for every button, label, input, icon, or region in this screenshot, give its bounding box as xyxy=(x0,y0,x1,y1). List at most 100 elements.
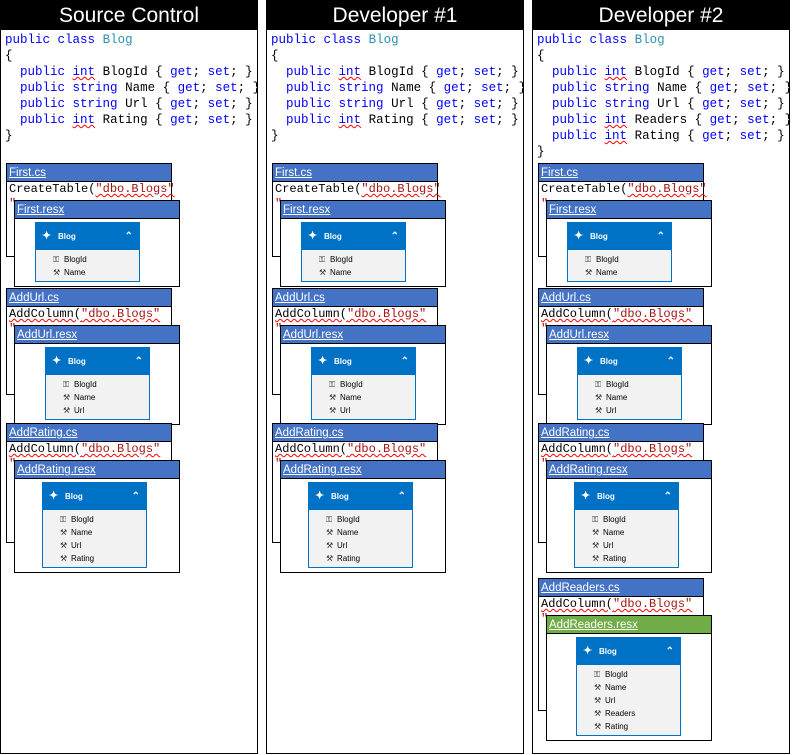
code-overflow: " xyxy=(9,457,17,471)
resx-file-tab[interactable]: AddRating.resx xyxy=(15,461,179,479)
wrench-icon: ⚒ xyxy=(594,709,602,718)
property-declaration: public int BlogId { get; set; } xyxy=(552,65,785,79)
keyword: public xyxy=(537,33,583,47)
call-name: AddColumn( xyxy=(275,307,348,321)
entity-property-name: BlogId xyxy=(64,255,87,264)
wrench-icon: ⚒ xyxy=(326,528,334,537)
property-name: BlogId xyxy=(102,65,148,79)
code-overflow: " xyxy=(275,322,283,336)
chevron-up-icon[interactable]: ⌃ xyxy=(397,491,406,502)
keyword: public xyxy=(20,81,66,95)
chevron-up-icon[interactable]: ⌃ xyxy=(131,491,140,502)
entity-header: ✦Blog⌃ xyxy=(568,223,671,250)
call-argument: "dbo.Blogs" xyxy=(613,307,693,321)
chevron-up-icon[interactable]: ⌃ xyxy=(666,356,675,367)
call-name: CreateTable( xyxy=(275,182,362,196)
entity-property-name: Name xyxy=(605,683,627,692)
chevron-up-icon[interactable]: ⌃ xyxy=(124,231,133,242)
entity-property: ⚒Rating xyxy=(43,552,146,565)
cs-file-tab[interactable]: AddRating.cs xyxy=(7,424,171,442)
get-keyword: get xyxy=(436,113,459,127)
get-keyword: get xyxy=(170,65,193,79)
migration-call: AddColumn("dbo.Blogs" xyxy=(273,307,437,322)
entity-model-snapshot: ✦Blog⌃⚿BlogId⚒Name⚒Url⚒Rating xyxy=(574,482,679,568)
cs-file-tab[interactable]: AddReaders.cs xyxy=(539,579,703,597)
resx-file-tab[interactable]: AddRating.resx xyxy=(281,461,445,479)
migration-call: AddColumn("dbo.Blogs" xyxy=(7,442,171,457)
resx-file-window: AddUrl.resx ✦Blog⌃⚿BlogId⚒Name⚒Url xyxy=(14,325,180,425)
set-keyword: set xyxy=(747,113,770,127)
entity-property-list: ⚿BlogId⚒Name xyxy=(568,250,671,279)
property-name: BlogId xyxy=(634,65,680,79)
set-keyword: set xyxy=(207,97,231,111)
class-name: Blog xyxy=(102,33,133,47)
entity-property-name: Url xyxy=(74,406,85,415)
chevron-up-icon[interactable]: ⌃ xyxy=(134,356,143,367)
entity-property-name: Name xyxy=(606,393,628,402)
resx-file-tab[interactable]: AddUrl.resx xyxy=(281,326,445,344)
get-keyword: get xyxy=(436,97,459,111)
chevron-up-icon[interactable]: ⌃ xyxy=(656,231,665,242)
entity-property-name: Name xyxy=(337,528,359,537)
entity-property: ⚿BlogId xyxy=(575,513,678,526)
resx-file-tab[interactable]: First.resx xyxy=(547,201,711,219)
code-overflow: " xyxy=(541,322,549,336)
chevron-up-icon[interactable]: ⌃ xyxy=(400,356,409,367)
entity-property: ⚒Url xyxy=(577,694,680,707)
entity-model-snapshot: ✦Blog⌃⚿BlogId⚒Name⚒Url xyxy=(577,347,682,420)
chevron-up-icon[interactable]: ⌃ xyxy=(663,491,672,502)
wrench-icon: ⚒ xyxy=(595,393,603,402)
chevron-up-icon[interactable]: ⌃ xyxy=(665,646,674,657)
entity-icon: ✦ xyxy=(574,230,584,242)
key-icon: ⚿ xyxy=(326,515,333,524)
entity-property: ⚿BlogId xyxy=(577,668,680,681)
keyword: public xyxy=(286,113,332,127)
entity-property: ⚒Name xyxy=(43,526,146,539)
open-brace: { xyxy=(5,49,13,63)
entity-property-list: ⚿BlogId⚒Name⚒Url⚒Readers⚒Rating xyxy=(577,665,680,733)
property-type: string xyxy=(604,81,650,95)
entity-header: ✦Blog⌃ xyxy=(46,348,149,375)
property-declaration: public int Rating { get; set; } xyxy=(286,113,519,127)
key-icon: ⚿ xyxy=(592,515,599,524)
column-title: Source Control xyxy=(1,1,257,30)
cs-file-tab[interactable]: AddRating.cs xyxy=(539,424,703,442)
cs-file-tab[interactable]: First.cs xyxy=(7,164,171,182)
cs-file-tab[interactable]: AddUrl.cs xyxy=(7,289,171,307)
resx-file-tab[interactable]: AddRating.resx xyxy=(547,461,711,479)
get-keyword: get xyxy=(443,81,467,95)
entity-property: ⚿BlogId xyxy=(302,253,405,266)
resx-file-tab[interactable]: First.resx xyxy=(281,201,445,219)
entity-property-list: ⚿BlogId⚒Name⚒Url xyxy=(46,375,149,417)
chevron-up-icon[interactable]: ⌃ xyxy=(390,231,399,242)
resx-file-tab[interactable]: AddUrl.resx xyxy=(547,326,711,344)
set-keyword: set xyxy=(739,65,763,79)
open-brace: { xyxy=(271,49,279,63)
cs-file-tab[interactable]: AddUrl.cs xyxy=(539,289,703,307)
cs-file-tab[interactable]: AddUrl.cs xyxy=(273,289,437,307)
class-declaration: public class Blog xyxy=(537,32,789,48)
property-type: int xyxy=(338,113,362,127)
property-declaration: public string Name { get; set; } xyxy=(552,81,790,95)
get-keyword: get xyxy=(170,97,193,111)
resx-file-tab[interactable]: AddUrl.resx xyxy=(15,326,179,344)
call-name: AddColumn( xyxy=(541,442,614,456)
wrench-icon: ⚒ xyxy=(63,393,71,402)
property-name: Name xyxy=(125,81,156,95)
keyword: public xyxy=(552,129,598,143)
cs-file-tab[interactable]: First.cs xyxy=(539,164,703,182)
cs-file-tab[interactable]: First.cs xyxy=(273,164,437,182)
call-argument: "dbo.Blogs" xyxy=(347,307,427,321)
entity-header: ✦Blog⌃ xyxy=(312,348,415,375)
call-argument: "dbo.Blogs" xyxy=(361,182,441,196)
property-type: string xyxy=(72,81,118,95)
entity-property-list: ⚿BlogId⚒Name⚒Url xyxy=(312,375,415,417)
resx-file-tab[interactable]: First.resx xyxy=(15,201,179,219)
entity-model-snapshot: ✦Blog⌃⚿BlogId⚒Name⚒Url⚒Rating xyxy=(42,482,147,568)
entity-property-list: ⚿BlogId⚒Name⚒Url⚒Rating xyxy=(309,510,412,565)
resx-file-tab[interactable]: AddReaders.resx xyxy=(547,616,711,634)
resx-file-window: First.resx ✦Blog⌃⚿BlogId⚒Name xyxy=(546,200,712,287)
entity-property: ⚒Url xyxy=(312,404,415,417)
entity-property-name: BlogId xyxy=(74,380,97,389)
cs-file-tab[interactable]: AddRating.cs xyxy=(273,424,437,442)
